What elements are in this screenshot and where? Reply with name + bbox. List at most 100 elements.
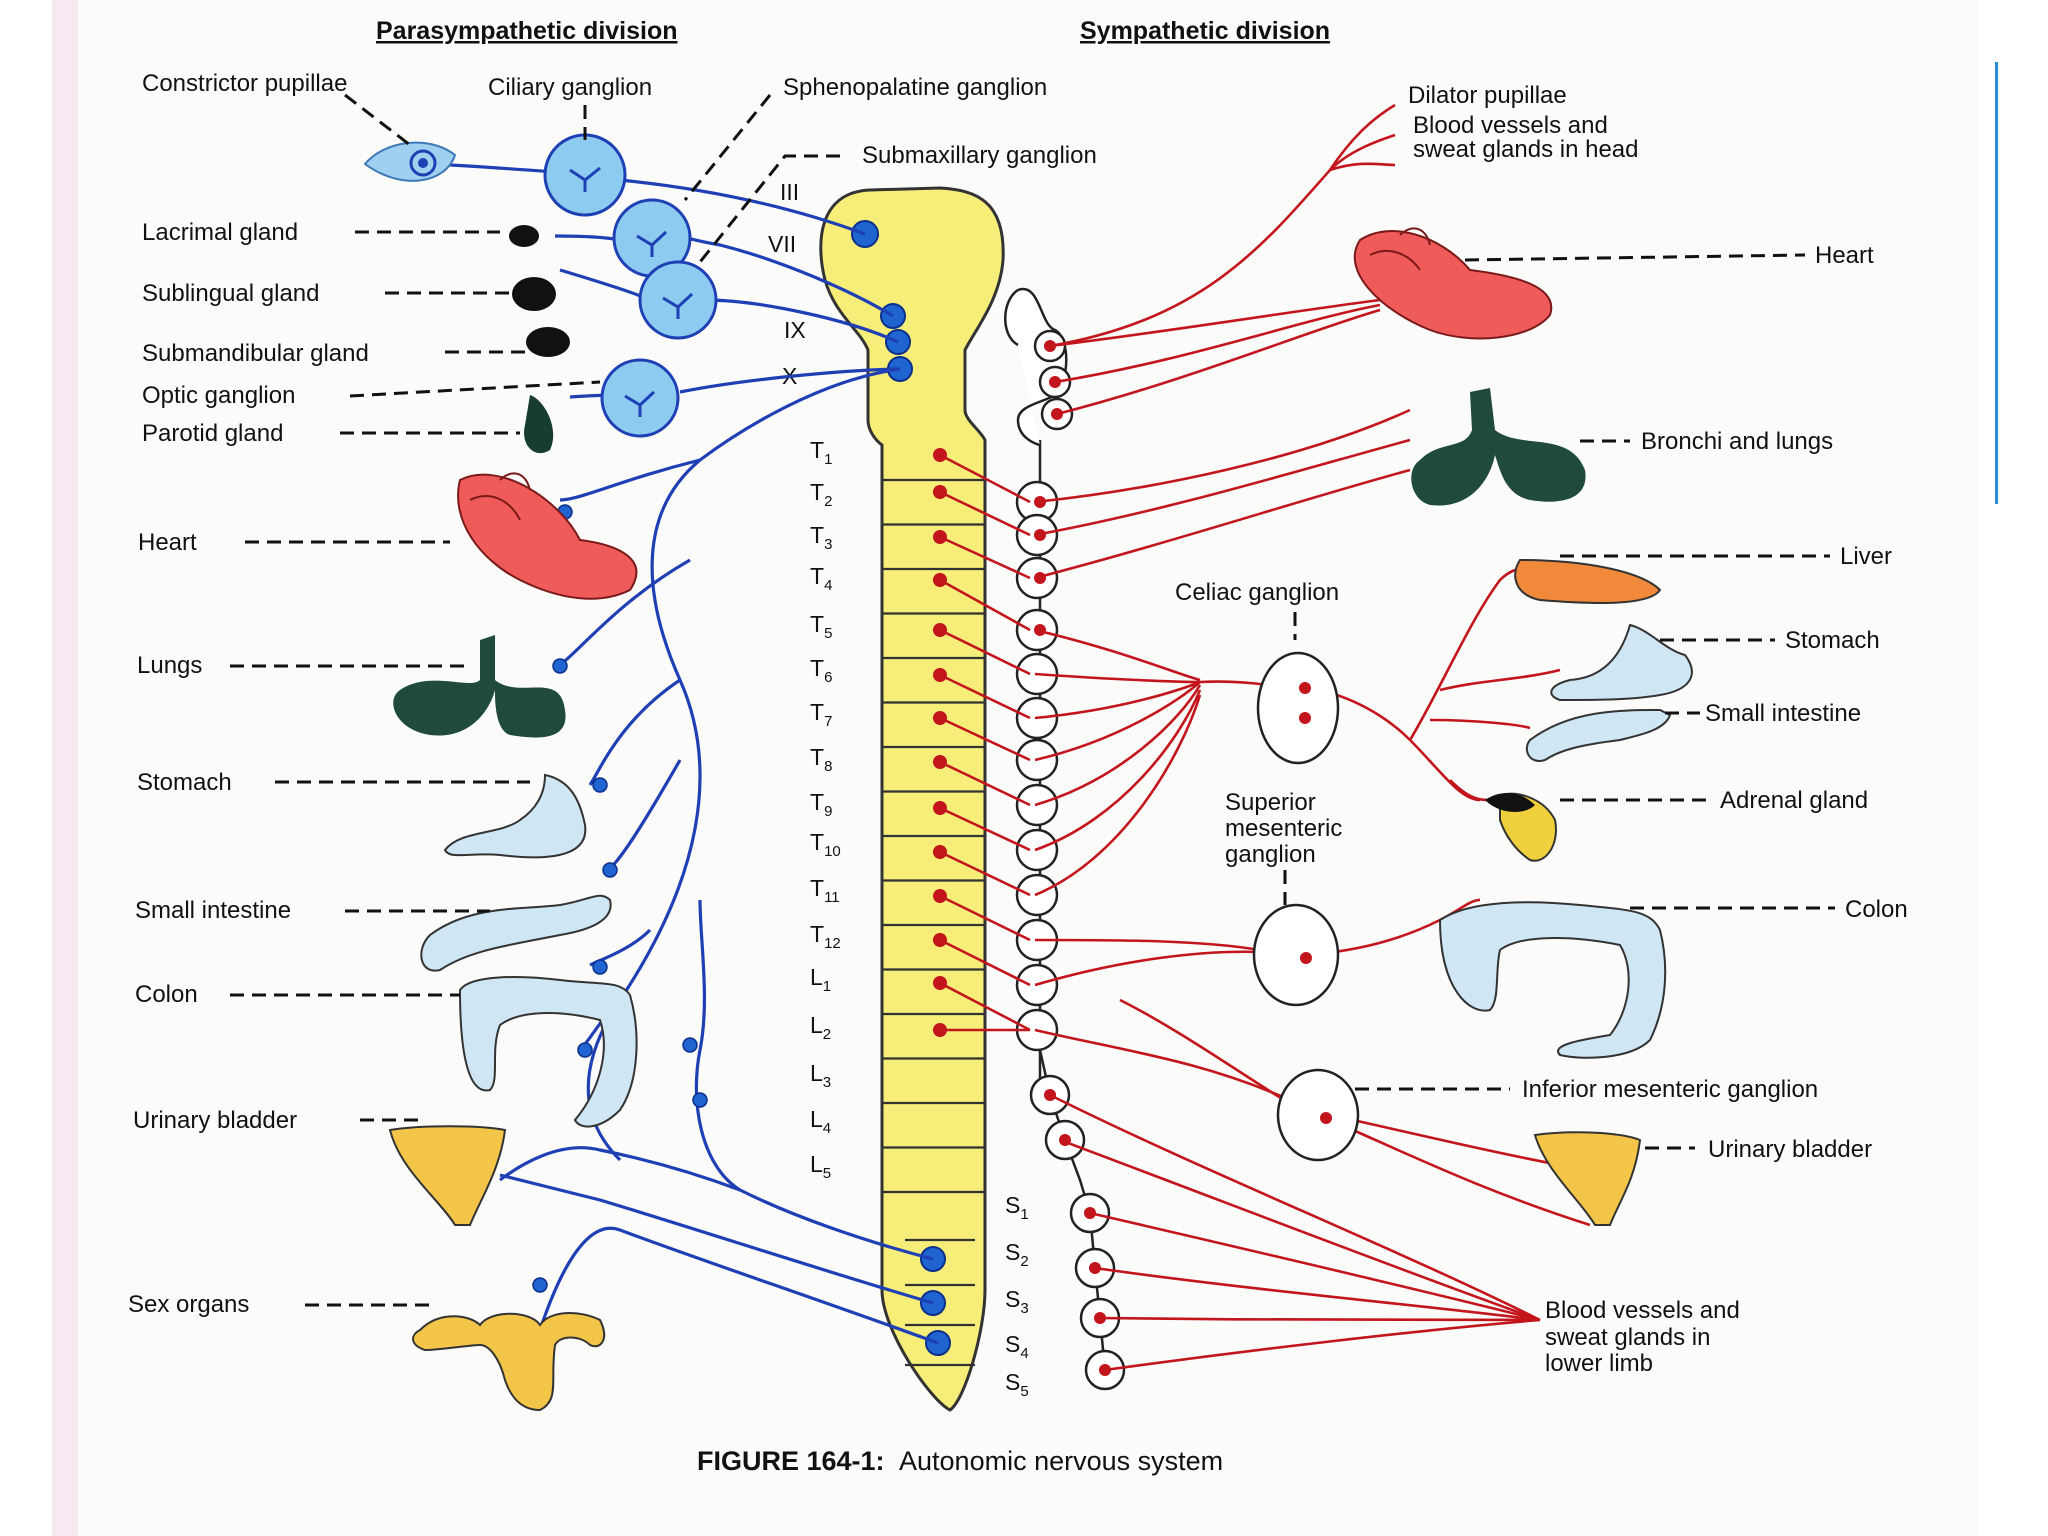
urinary-bladder-icon-right <box>1533 1131 1642 1226</box>
label-lungs-left: Lungs <box>137 652 202 679</box>
segment-label-L5: L5 <box>810 1151 831 1182</box>
segment-label-L4: L4 <box>810 1106 831 1137</box>
label-blood-vessels-limb-3: lower limb <box>1545 1350 1653 1377</box>
cranial-nerve-VII: VII <box>768 231 796 257</box>
label-heart-right: Heart <box>1815 242 1874 269</box>
segment-label-T9: T9 <box>810 789 832 820</box>
ciliary-ganglion-node <box>543 133 627 217</box>
label-liver: Liver <box>1840 543 1892 570</box>
label-bronchi-lungs: Bronchi and lungs <box>1641 428 1833 455</box>
sympathetic-ganglia <box>1252 651 1360 1162</box>
label-submandibular-gland: Submandibular gland <box>142 340 369 367</box>
small-intestine-icon-left <box>420 894 612 972</box>
submandibular-gland-icon <box>526 327 570 357</box>
sex-organs-icon-left <box>412 1312 606 1412</box>
segment-label-L2: L2 <box>810 1012 831 1043</box>
cranial-nerve-IX: IX <box>784 317 806 343</box>
label-stomach-right: Stomach <box>1785 627 1880 654</box>
segment-label-T1: T1 <box>810 437 832 468</box>
label-small-intestine-right: Small intestine <box>1705 700 1861 727</box>
sympathetic-pathways <box>939 103 1591 1372</box>
segment-label-T3: T3 <box>810 522 832 553</box>
lacrimal-gland-icon <box>509 225 539 247</box>
urinary-bladder-icon-left <box>388 1125 507 1226</box>
label-parotid-gland: Parotid gland <box>142 420 283 447</box>
inferior-mesenteric-ganglion-node <box>1276 1068 1360 1162</box>
label-lacrimal-gland: Lacrimal gland <box>142 219 298 246</box>
sympathetic-chain <box>1015 440 1126 1391</box>
label-ciliary-ganglion: Ciliary ganglion <box>488 74 652 101</box>
segment-label-S3: S3 <box>1005 1286 1029 1317</box>
label-blood-vessels-head-1: Blood vessels and <box>1413 112 1608 139</box>
label-blood-vessels-head-2: sweat glands in head <box>1413 136 1639 163</box>
parotid-gland-icon <box>524 395 554 454</box>
stomach-icon-left <box>443 773 587 859</box>
segment-label-T11: T11 <box>810 875 840 906</box>
sublingual-gland-icon <box>512 277 556 311</box>
label-blood-vessels-limb-1: Blood vessels and <box>1545 1297 1740 1324</box>
segment-label-L3: L3 <box>810 1060 831 1091</box>
label-sup-mesenteric-2: mesenteric <box>1225 815 1342 842</box>
cervical-ganglia <box>1004 287 1074 447</box>
leader-lines <box>230 93 1835 1307</box>
cranial-nerve-III: III <box>780 179 799 205</box>
label-sublingual-gland: Sublingual gland <box>142 280 319 307</box>
label-submaxillary-ganglion: Submaxillary ganglion <box>862 142 1097 169</box>
parasympathetic-terminals <box>532 504 708 1293</box>
parasympathetic-pathways <box>429 162 939 1345</box>
colon-icon-right <box>1438 901 1667 1059</box>
segment-label-T2: T2 <box>810 479 832 510</box>
stomach-icon-right <box>1550 623 1693 702</box>
liver-icon <box>1514 558 1662 604</box>
label-blood-vessels-limb-2: sweat glands in <box>1545 1324 1710 1351</box>
lungs-icon-right <box>1411 388 1586 506</box>
label-stomach-left: Stomach <box>137 769 232 796</box>
label-adrenal-gland: Adrenal gland <box>1720 787 1868 814</box>
spinal-cord <box>819 186 1005 1412</box>
label-sphenopalatine-ganglion: Sphenopalatine ganglion <box>783 74 1047 101</box>
label-urinary-bladder-left: Urinary bladder <box>133 1107 297 1134</box>
segment-label-S2: S2 <box>1005 1239 1029 1270</box>
segment-label-T4: T4 <box>810 563 832 594</box>
label-colon-left: Colon <box>135 981 198 1008</box>
heart-icon-right <box>1353 227 1553 340</box>
label-small-intestine-left: Small intestine <box>135 897 291 924</box>
label-optic-ganglion: Optic ganglion <box>142 382 295 409</box>
label-urinary-bladder-right: Urinary bladder <box>1708 1136 1872 1163</box>
heart-icon-left <box>457 472 638 600</box>
label-colon-right: Colon <box>1845 896 1908 923</box>
segment-label-T12: T12 <box>810 921 841 952</box>
sympathetic-nuclei <box>933 340 1111 1376</box>
figure-caption-text: Autonomic nervous system <box>899 1446 1223 1476</box>
submaxillary-ganglion-node <box>638 260 718 340</box>
segment-label-S5: S5 <box>1005 1369 1029 1400</box>
segment-label-T10: T10 <box>810 829 841 860</box>
parasympathetic-ganglia <box>543 133 718 438</box>
label-heart-left: Heart <box>138 529 197 556</box>
segment-label-T8: T8 <box>810 744 832 775</box>
segment-label-S4: S4 <box>1005 1331 1029 1362</box>
page-edge-strip <box>52 0 78 1536</box>
superior-mesenteric-ganglion-node <box>1252 903 1340 1007</box>
label-dilator-pupillae: Dilator pupillae <box>1408 82 1567 109</box>
label-sex-organs: Sex organs <box>128 1291 249 1318</box>
label-sup-mesenteric-3: ganglion <box>1225 841 1316 868</box>
segment-label-L1: L1 <box>810 964 831 995</box>
label-sup-mesenteric-1: Superior <box>1225 789 1316 816</box>
eye-icon-left <box>363 141 457 182</box>
label-celiac-ganglion: Celiac ganglion <box>1175 579 1339 606</box>
small-intestine-icon-right <box>1525 708 1672 762</box>
parasympathetic-heading: Parasympathetic division <box>376 17 678 45</box>
colon-icon-left <box>458 976 638 1128</box>
lungs-icon-left <box>393 635 566 738</box>
figure-caption-number: FIGURE 164-1: <box>697 1446 885 1476</box>
slide-divider-line <box>1995 62 1998 504</box>
otic-ganglion-node <box>600 358 680 438</box>
segment-label-T5: T5 <box>810 611 832 642</box>
segment-label-T6: T6 <box>810 655 832 686</box>
figure-caption: FIGURE 164-1: Autonomic nervous system <box>697 1446 1223 1476</box>
sympathetic-heading: Sympathetic division <box>1080 17 1330 45</box>
spinal-segment-labels: T1T2T3T4T5T6T7T8T9T10T11T12L1L2L3L4L5S1S… <box>810 437 1029 1400</box>
label-constrictor-pupillae: Constrictor pupillae <box>142 70 347 97</box>
